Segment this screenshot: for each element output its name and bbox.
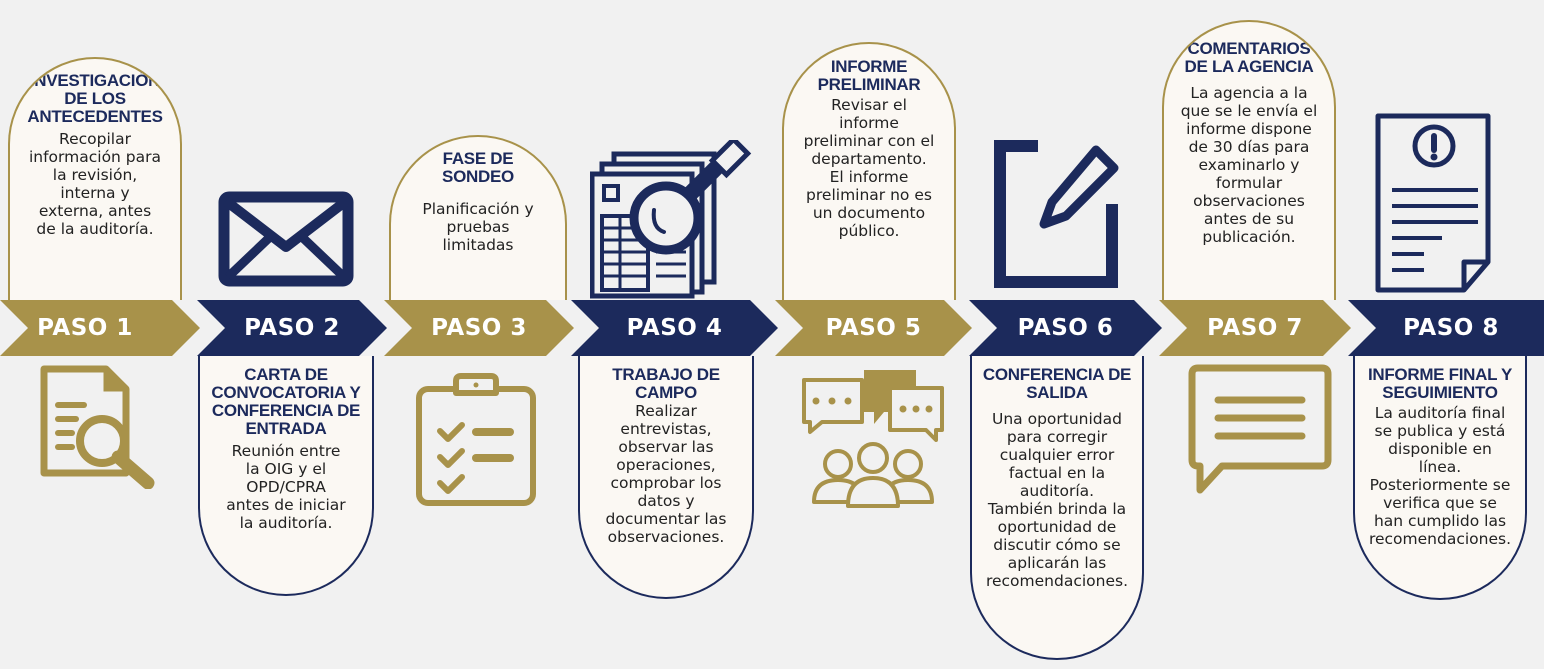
step-8-card: INFORME FINAL Y SEGUIMIENTO La auditoría…: [1353, 356, 1527, 600]
document-search-icon: [40, 365, 155, 489]
report-alert-icon: [1375, 113, 1491, 293]
step-1-card: INVESTIGACIÓN DE LOS ANTECEDENTES Recopi…: [8, 57, 182, 300]
step-2-text: Reunión entre la OIG y el OPD/CPRA antes…: [226, 442, 346, 532]
clipboard-checklist-icon: [416, 373, 536, 506]
step-4-card: TRABAJO DE CAMPO Realizar entrevistas, o…: [578, 356, 754, 599]
step-7-text: La agencia a la que se le envía el infor…: [1180, 84, 1318, 246]
step-5-text: Revisar el informe preliminar con el dep…: [803, 96, 935, 240]
step-2-ribbon: PASO 2: [197, 300, 387, 356]
step-8-title: INFORME FINAL Y SEGUIMIENTO: [1367, 365, 1513, 402]
step-5-card: INFORME PRELIMINAR Revisar el informe pr…: [782, 42, 956, 300]
step-1-ribbon: PASO 1: [0, 300, 200, 356]
step-4-title: TRABAJO DE CAMPO: [612, 365, 720, 402]
step-2-title: CARTA DE CONVOCATORIA Y CONFERENCIA DE E…: [211, 365, 361, 438]
magnifier-documents-icon: [590, 140, 752, 299]
speech-bubble-icon: [1188, 364, 1332, 494]
step-3-ribbon: PASO 3: [384, 300, 574, 356]
step-6-text: Una oportunidad para corregir cualquier …: [985, 410, 1129, 590]
step-7-title: COMENTARIOS DE LA AGENCIA: [1184, 39, 1314, 76]
step-1-text: Recopilar información para la revisión, …: [28, 130, 162, 238]
edit-pencil-icon: [994, 140, 1119, 288]
step-6-card: CONFERENCIA DE SALIDA Una oportunidad pa…: [970, 356, 1144, 660]
step-7-card: COMENTARIOS DE LA AGENCIA La agencia a l…: [1162, 20, 1336, 300]
step-2-card: CARTA DE CONVOCATORIA Y CONFERENCIA DE E…: [198, 356, 374, 596]
step-3-card: FASE DE SONDEO Planificación y pruebas l…: [389, 135, 567, 300]
step-5-title: INFORME PRELIMINAR: [817, 57, 921, 94]
step-3-text: Planificación y pruebas limitadas: [422, 200, 534, 254]
step-8-ribbon: PASO 8: [1348, 300, 1544, 356]
people-speech-icon: [802, 370, 944, 508]
step-6-title: CONFERENCIA DE SALIDA: [982, 365, 1132, 402]
step-4-ribbon: PASO 4: [571, 300, 778, 356]
step-7-ribbon: PASO 7: [1159, 300, 1351, 356]
step-4-text: Realizar entrevistas, observar las opera…: [605, 402, 727, 546]
envelope-icon: [218, 191, 354, 287]
step-3-title: FASE DE SONDEO: [442, 149, 514, 186]
step-8-text: La auditoría final se publica y está dis…: [1368, 404, 1512, 548]
step-6-ribbon: PASO 6: [969, 300, 1162, 356]
step-5-ribbon: PASO 5: [775, 300, 972, 356]
step-1-title: INVESTIGACIÓN DE LOS ANTECEDENTES: [27, 71, 163, 126]
